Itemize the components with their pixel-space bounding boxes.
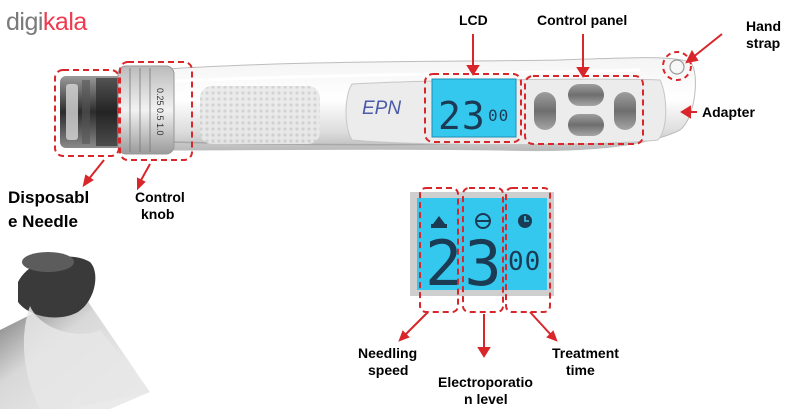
- needle-label-2: e Needle: [8, 212, 78, 231]
- pen-body: [149, 57, 696, 152]
- time-callout: [505, 187, 551, 313]
- device-lcd-digits: 23: [438, 94, 486, 138]
- hand-strap-label-1: Hand: [746, 18, 781, 34]
- lcd-detail-digits: 23: [425, 227, 504, 300]
- needle-photo: [0, 252, 150, 409]
- speed-label-1: Needling: [358, 345, 418, 361]
- time-label-1: Treatment: [552, 345, 619, 361]
- electro-callout: [462, 187, 504, 313]
- brand-logo: digikala: [6, 8, 87, 36]
- right-button[interactable]: [614, 92, 636, 130]
- callout-arrows: [82, 33, 723, 358]
- speed-label-2: speed: [368, 362, 409, 378]
- knob-label-1: Control: [135, 189, 185, 205]
- strap-hole: [669, 59, 685, 75]
- knob-callout: [119, 61, 193, 161]
- lcd-label: LCD: [459, 12, 488, 28]
- up-button[interactable]: [568, 84, 604, 106]
- speed-callout: [419, 187, 459, 313]
- needle-cap: [60, 76, 122, 148]
- time-label-2: time: [566, 362, 595, 378]
- device-lcd: [431, 78, 517, 138]
- lcd-detail-small-digits: 00: [508, 247, 542, 277]
- speed-icon: [431, 216, 447, 228]
- knob-label-2: knob: [141, 206, 175, 222]
- knob-ticks: 0.25 0.5 1.0: [155, 88, 165, 136]
- strap-callout: [662, 51, 692, 81]
- electro-label-1: Electroporatio: [438, 374, 533, 390]
- device-lcd-small-digits: 00: [488, 106, 510, 125]
- electro-label-2: n level: [464, 391, 508, 407]
- lcd-detail: [410, 192, 554, 296]
- control-panel-label: Control panel: [537, 12, 628, 28]
- control-knob: [117, 65, 175, 155]
- electroporation-icon: [475, 213, 491, 229]
- needle-label-1: Disposabl: [8, 188, 90, 207]
- left-button[interactable]: [534, 92, 556, 130]
- control-panel-buttons: [534, 84, 636, 136]
- epn-logo: EPN: [362, 98, 402, 119]
- adapter-label: Adapter: [702, 104, 755, 120]
- hand-strap-label-2: strap: [746, 35, 781, 51]
- clock-icon: [518, 214, 532, 228]
- down-button[interactable]: [568, 114, 604, 136]
